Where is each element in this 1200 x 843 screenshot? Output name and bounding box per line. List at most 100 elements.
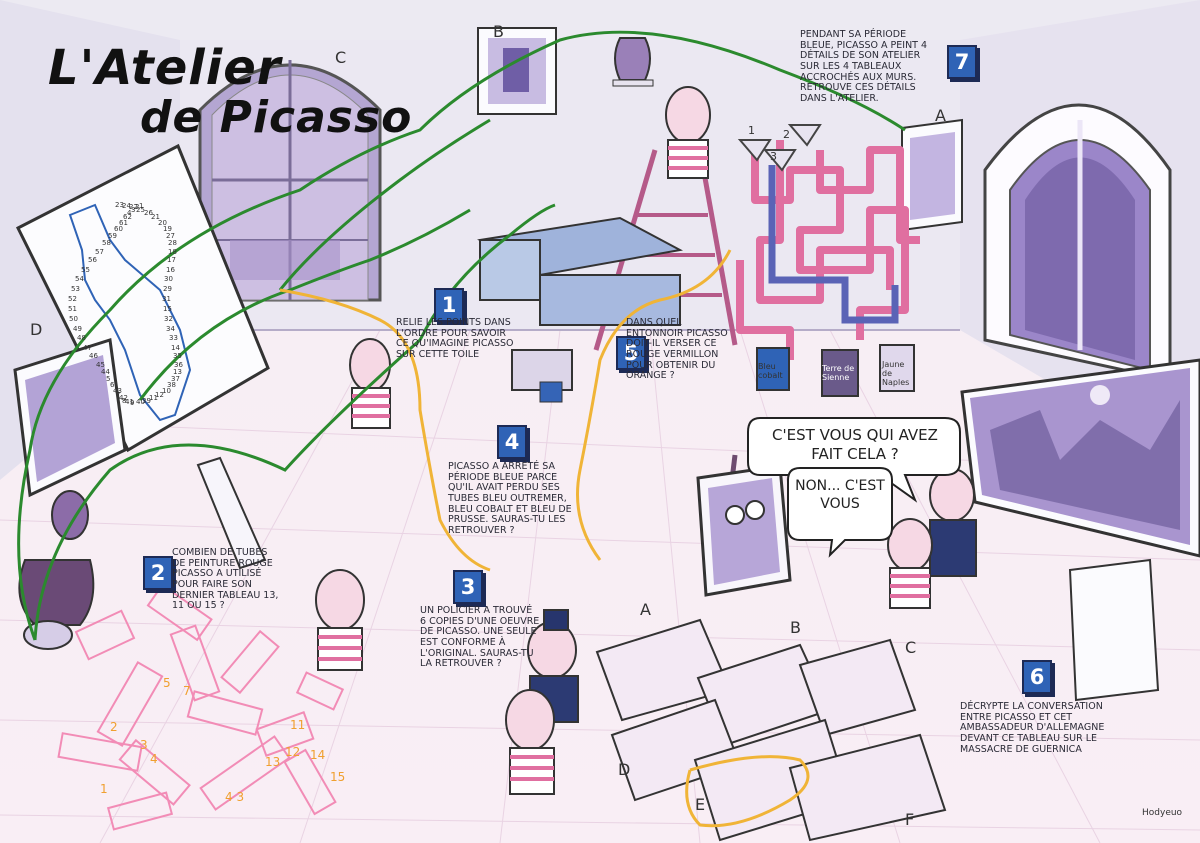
dot-number: 12 xyxy=(155,391,164,399)
dot-number: 28 xyxy=(168,239,177,247)
dot-number: 16 xyxy=(166,266,175,274)
tube-number: 4 3 xyxy=(225,790,245,804)
dot-number: 17 xyxy=(167,256,176,264)
copy-label-a: A xyxy=(640,600,651,619)
tube-pile xyxy=(57,583,345,831)
green-route xyxy=(17,30,906,641)
easel-portrait xyxy=(696,454,792,597)
dot-number: 55 xyxy=(81,266,90,274)
tube-number: 14 xyxy=(310,748,326,762)
puzzle-text-1: Relie les points dans l'ordre pour savoi… xyxy=(396,317,514,360)
dot-number: 9 xyxy=(130,399,135,407)
dot-number: 33 xyxy=(169,334,178,342)
page-title-line1: L'Atelier xyxy=(48,40,282,96)
dot-number: 13 xyxy=(173,368,182,376)
dot-number: 43 xyxy=(113,387,122,395)
funnel-label-1: 1 xyxy=(748,124,755,137)
dot-number: 59 xyxy=(108,232,117,240)
dot-number: 23 xyxy=(115,201,124,209)
puzzle-text-3: Un policier a trouvé 6 copies d'une oeuv… xyxy=(420,605,540,670)
dot-number: 35 xyxy=(173,352,182,360)
tube-number: 11 xyxy=(290,718,306,732)
dot-number: 58 xyxy=(102,239,111,247)
puzzle-number-4: 4 xyxy=(497,425,527,459)
dot-number: 53 xyxy=(71,285,80,293)
page-title-line2: de Picasso xyxy=(140,92,413,143)
dot-number: 61 xyxy=(119,219,128,227)
dot-number: 56 xyxy=(88,256,97,264)
dot-number: 1 xyxy=(139,202,144,210)
dot-number: 62 xyxy=(123,213,132,221)
dot-number: 30 xyxy=(164,275,173,283)
paint-cans xyxy=(756,344,915,397)
floor-grid xyxy=(0,329,1200,843)
dot-number: 54 xyxy=(75,275,84,283)
tube-number: 15 xyxy=(330,770,346,784)
dot-number: 51 xyxy=(68,305,77,313)
arched-window xyxy=(198,60,382,302)
paper-roll xyxy=(196,456,267,570)
orange-route xyxy=(279,249,810,828)
puzzle-number-5: 5 xyxy=(616,336,646,370)
tube-number: 1 xyxy=(100,782,108,796)
can-label-terre-de-sienne: Terre de Sienne xyxy=(822,364,855,382)
dot-number: 36 xyxy=(174,361,183,369)
copy-label-c: C xyxy=(905,638,917,657)
tube-number: 3 xyxy=(140,738,148,752)
copy-label-b: B xyxy=(790,618,801,637)
puzzle-text-5: Dans quel entonnoir Picasso doit-il vers… xyxy=(626,317,728,382)
copy-label-e: E xyxy=(695,795,706,814)
dot-number: 11 xyxy=(149,394,158,402)
dot-number: 19 xyxy=(163,225,172,233)
dot-number: 15 xyxy=(163,305,172,313)
dot-number: 5 xyxy=(106,375,111,383)
dot-number: 25 xyxy=(136,206,145,214)
dot-number: 14 xyxy=(171,344,180,352)
dot-number: 21 xyxy=(151,213,160,221)
dot-number: 60 xyxy=(114,225,123,233)
dot-number: 42 xyxy=(119,394,128,402)
puzzle-text-2: Combien de tubes de peinture rouge Picas… xyxy=(172,547,279,612)
dot-number: 37 xyxy=(171,375,180,383)
tube-number: 13 xyxy=(265,755,281,769)
tube-number: 2 xyxy=(110,720,118,734)
blue-pipe xyxy=(768,165,899,324)
funnels xyxy=(737,124,822,172)
funnel-label-2: 2 xyxy=(783,128,790,141)
guernica-painting xyxy=(960,358,1200,558)
six-copies xyxy=(595,618,947,842)
dot-number: 18 xyxy=(168,248,177,256)
wall-label-b: B xyxy=(493,22,504,41)
dot-number: 47 xyxy=(83,344,92,352)
wall-painting-a xyxy=(901,118,963,232)
pipe-maze xyxy=(736,140,920,360)
speech-bubbles xyxy=(747,417,961,558)
cipher-board xyxy=(1068,558,1160,702)
puzzle-number-1: 1 xyxy=(434,288,464,322)
copy-label-f: F xyxy=(905,810,915,829)
wall-painting-b xyxy=(477,27,557,115)
puzzle-number-7: 7 xyxy=(947,45,977,79)
dot-number: 34 xyxy=(166,325,175,333)
work-table xyxy=(477,216,684,326)
dot-number: 10 xyxy=(162,387,171,395)
can-label-jaune-de-naples: Jaune de Naples xyxy=(882,360,910,387)
dot-number: 2 xyxy=(135,203,140,211)
puzzle-number-2: 2 xyxy=(143,556,173,590)
dot-number: 49 xyxy=(73,325,82,333)
tube-number: 7 xyxy=(183,684,191,698)
dot-number: 24 xyxy=(122,202,131,210)
speech-picasso: Non... c'est vous xyxy=(795,478,885,512)
puzzle-number-6: 6 xyxy=(1022,660,1052,694)
puzzle-text-6: Décrypte la conversation entre Picasso e… xyxy=(960,701,1105,755)
dot-number: 41 xyxy=(125,398,134,406)
dot-number: 52 xyxy=(68,295,77,303)
can-label-bleu-cobalt: Bleu cobalt xyxy=(758,362,783,380)
artist-signature: Hodyeuo xyxy=(1142,808,1183,818)
wall-painting-d xyxy=(13,338,127,498)
funnel-label-3: 3 xyxy=(770,150,777,163)
dot-number: 26 xyxy=(144,209,153,217)
dot-number: 29 xyxy=(163,285,172,293)
dot-number: 27 xyxy=(166,232,175,240)
